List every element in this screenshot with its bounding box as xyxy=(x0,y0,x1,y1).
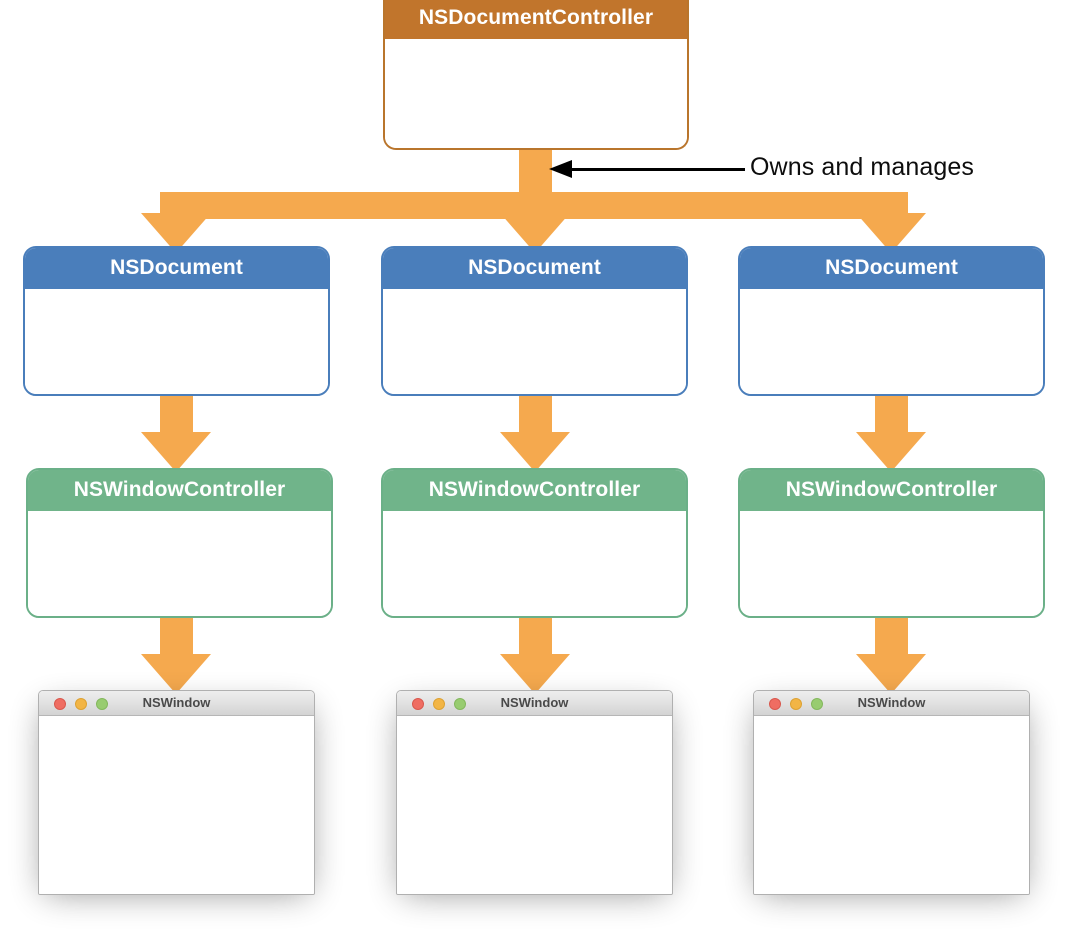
zoom-button-icon[interactable] xyxy=(96,698,108,710)
arrow-document-to-windowcontroller-3 xyxy=(875,396,908,434)
connector-stem-vertical xyxy=(519,150,552,198)
arrowhead-document-to-windowcontroller-3 xyxy=(856,432,926,472)
window-title: NSWindow xyxy=(857,695,926,710)
close-button-icon[interactable] xyxy=(412,698,424,710)
window-frame[interactable]: NSWindow xyxy=(753,690,1030,895)
arrowhead-document-to-windowcontroller-1 xyxy=(141,432,211,472)
class-box-header-label: NSWindowController xyxy=(383,470,686,511)
class-box-body xyxy=(25,289,328,394)
arrow-document-to-windowcontroller-1 xyxy=(160,396,193,434)
window-content-area xyxy=(397,716,672,894)
class-box-nsdocumentcontroller[interactable]: NSDocumentController xyxy=(383,0,689,150)
nswindow-mock-3[interactable]: NSWindow xyxy=(753,690,1030,895)
window-titlebar[interactable]: NSWindow xyxy=(39,691,314,716)
class-box-nswindowcontroller-1[interactable]: NSWindowController xyxy=(26,468,333,618)
class-box-header-label: NSDocumentController xyxy=(385,0,687,39)
class-box-body xyxy=(385,39,687,148)
window-content-area xyxy=(39,716,314,894)
connector-drop-left xyxy=(160,192,193,215)
class-box-header-label: NSDocument xyxy=(25,248,328,289)
arrow-document-to-windowcontroller-2 xyxy=(519,396,552,434)
nswindow-mock-1[interactable]: NSWindow xyxy=(38,690,315,895)
class-box-body xyxy=(383,289,686,394)
class-box-body xyxy=(740,289,1043,394)
class-box-nsdocument-2[interactable]: NSDocument xyxy=(381,246,688,396)
class-box-header-label: NSDocument xyxy=(383,248,686,289)
class-box-body xyxy=(28,511,331,616)
class-box-header-label: NSWindowController xyxy=(740,470,1043,511)
arrow-windowcontroller-to-window-3 xyxy=(875,618,908,656)
callout-label: Owns and manages xyxy=(750,153,974,181)
minimize-button-icon[interactable] xyxy=(75,698,87,710)
arrowhead-document-to-windowcontroller-2 xyxy=(500,432,570,472)
window-frame[interactable]: NSWindow xyxy=(38,690,315,895)
minimize-button-icon[interactable] xyxy=(433,698,445,710)
window-titlebar[interactable]: NSWindow xyxy=(397,691,672,716)
arrow-windowcontroller-to-window-1 xyxy=(160,618,193,656)
zoom-button-icon[interactable] xyxy=(811,698,823,710)
arrowhead-windowcontroller-to-window-2 xyxy=(500,654,570,694)
class-box-header-label: NSDocument xyxy=(740,248,1043,289)
window-title: NSWindow xyxy=(500,695,569,710)
window-title: NSWindow xyxy=(142,695,211,710)
arrow-windowcontroller-to-window-2 xyxy=(519,618,552,656)
class-box-nswindowcontroller-2[interactable]: NSWindowController xyxy=(381,468,688,618)
arrowhead-windowcontroller-to-window-1 xyxy=(141,654,211,694)
window-frame[interactable]: NSWindow xyxy=(396,690,673,895)
class-box-nswindowcontroller-3[interactable]: NSWindowController xyxy=(738,468,1045,618)
class-box-body xyxy=(383,511,686,616)
minimize-button-icon[interactable] xyxy=(790,698,802,710)
callout-arrow-icon xyxy=(549,160,572,178)
connector-drop-center xyxy=(519,192,552,215)
class-box-header-label: NSWindowController xyxy=(28,470,331,511)
class-box-nsdocument-1[interactable]: NSDocument xyxy=(23,246,330,396)
nswindow-mock-2[interactable]: NSWindow xyxy=(396,690,673,895)
close-button-icon[interactable] xyxy=(54,698,66,710)
class-box-body xyxy=(740,511,1043,616)
callout-line xyxy=(567,168,745,171)
connector-drop-right xyxy=(875,192,908,215)
close-button-icon[interactable] xyxy=(769,698,781,710)
window-content-area xyxy=(754,716,1029,894)
window-titlebar[interactable]: NSWindow xyxy=(754,691,1029,716)
class-box-nsdocument-3[interactable]: NSDocument xyxy=(738,246,1045,396)
zoom-button-icon[interactable] xyxy=(454,698,466,710)
arrowhead-windowcontroller-to-window-3 xyxy=(856,654,926,694)
